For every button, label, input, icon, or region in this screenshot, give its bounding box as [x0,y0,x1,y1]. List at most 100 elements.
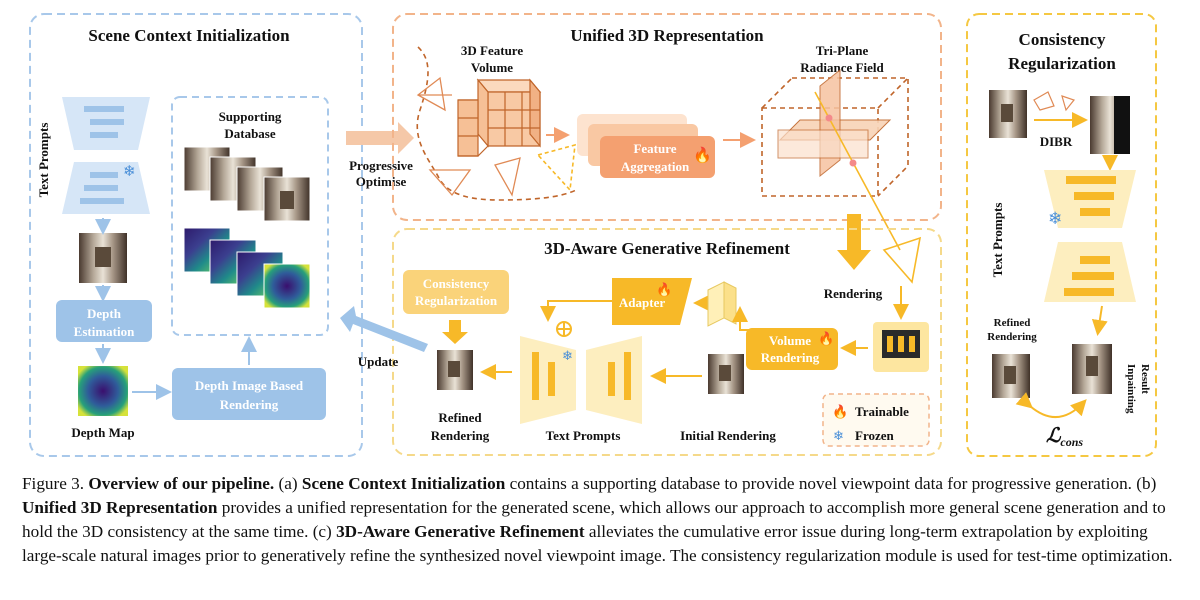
pipeline-diagram: Scene Context Initialization Text Prompt… [29,13,1157,457]
dibr-label-a: Depth Image Based [195,378,304,393]
caption-c-name: 3D-Aware Generative Refinement [336,522,585,541]
text-prompts-label-d: Text Prompts [990,203,1005,278]
caption-b-name: Unified 3D Representation [22,498,218,517]
cons-refined-image [992,354,1030,398]
loss-arc [1015,392,1087,419]
consistency-box-label: Consistency [423,276,490,291]
initial-rendering-image [708,354,744,394]
database-rgb-images [183,146,311,222]
snowflake-icon: ❄ [1048,209,1062,228]
consistency-title-2: Regularization [1008,54,1116,73]
progressive-optimise-arrow [346,122,414,154]
flame-icon: 🔥 [656,282,672,297]
legend-box [822,393,930,447]
tri-plane-label: Tri-Plane [816,43,869,58]
caption-b-label: (b) [1136,474,1157,493]
volume-rendering-box [746,328,838,370]
optimise-label: Optimise [356,174,407,189]
cons-refined-label-2: Rendering [987,331,1037,343]
refined-rendering-image [437,350,473,390]
feature-aggregation-label: Feature [633,141,676,156]
consistency-box-label-2: Regularization [415,293,498,308]
tri-planes [777,68,892,178]
feature-aggregation-box [600,136,715,178]
caption-c-text: alleviates the cumulative error issue du… [22,522,1173,565]
snowflake-icon: ❄ [833,428,844,443]
depth-estimation-label-2: Estimation [74,324,135,339]
flame-icon: 🔥 [832,404,848,419]
legend-frozen: Frozen [855,428,895,443]
unified-3d-title: Unified 3D Representation [570,26,764,45]
caption-c-label: (c) [312,522,332,541]
loss-main: ℒ [1046,425,1062,447]
dibr-box-a [172,368,326,420]
text-prompts-label-c: Text Prompts [546,428,621,443]
volume-rendering-label: Volume [769,333,811,348]
feature-volume-cube [457,78,542,157]
text-prompts-label-a: Text Prompts [36,123,51,198]
dibr-label-a-2: Rendering [220,397,279,412]
update-label: Update [358,354,399,369]
flame-icon: 🔥 [693,146,712,164]
corridor-image-a [79,233,127,283]
dibr-frustums [1033,91,1076,112]
caption-title: Overview of our pipeline. [88,474,275,493]
depth-map-label: Depth Map [71,425,134,440]
legend-trainable: Trainable [855,404,909,419]
inpainting-model [1044,170,1136,302]
supporting-database-label-2: Database [224,126,276,141]
consistency-box [403,270,509,314]
database-depth-images [183,227,311,309]
cons-source-image [989,90,1027,138]
refined-rendering-label: Refined [438,410,482,425]
camera-frustums [416,76,521,197]
loss-symbol: ℒcons [1046,425,1083,449]
caption-a-name: Scene Context Initialization [301,474,506,493]
cons-refined-label: Refined [994,317,1031,329]
inpainting-label: Inpainting [1125,364,1137,414]
snowflake-icon: ❄ [562,348,573,363]
adapter-label: Adapter [619,295,665,310]
tri-plane-label-2: Radiance Field [800,60,884,75]
pipeline-svg: Scene Context Initialization Text Prompt… [29,13,1157,457]
update-arrow [340,306,428,352]
refined-rendering-label-2: Rendering [431,428,490,443]
caption-a-label: (a) [278,474,298,493]
cons-inpainted-image [1072,344,1112,394]
rendering-label: Rendering [824,286,883,301]
unified-3d-panel [392,13,942,221]
plus-circle-icon [556,321,572,337]
scene-context-title: Scene Context Initialization [88,26,290,45]
figure-caption: Figure 3. Overview of our pipeline. (a) … [22,472,1182,568]
caption-figure: Figure 3. [22,474,85,493]
snowflake-icon: ❄ [123,164,136,180]
tri-plane-cube [761,77,909,197]
caption-b-text: provides a unified representation for th… [22,498,1166,541]
flame-icon: 🔥 [818,331,834,346]
supporting-database-box [171,96,329,336]
feature-slab [707,281,737,327]
consistency-panel [966,13,1157,457]
refinement-title: 3D-Aware Generative Refinement [544,239,790,258]
consistency-title: Consistency [1019,30,1106,49]
feature-volume-label: 3D Feature [461,43,523,58]
ray-features [873,322,929,372]
feature-aggregation-label-2: Aggregation [621,159,690,174]
frustum-yellow [536,143,576,192]
refinement-panel [392,228,942,456]
depth-estimation-box [56,300,152,342]
diffusion-unet [520,336,642,424]
frustum-render [882,236,922,284]
cons-warped-image [1090,96,1130,154]
feature-volume-label-2: Volume [471,60,513,75]
caption-a-text: contains a supporting database to provid… [509,474,1132,493]
scene-context-panel [29,13,363,457]
depth-map-image [78,366,128,416]
rendering-arrow [837,214,871,270]
initial-rendering-label: Initial Rendering [680,428,776,443]
adapter-box [612,278,692,325]
supporting-database-label: Supporting [219,109,282,124]
inpainting-label-2: Result [1139,364,1151,394]
loss-subscript: cons [1060,435,1083,449]
dibr-label-d: DIBR [1040,134,1073,149]
